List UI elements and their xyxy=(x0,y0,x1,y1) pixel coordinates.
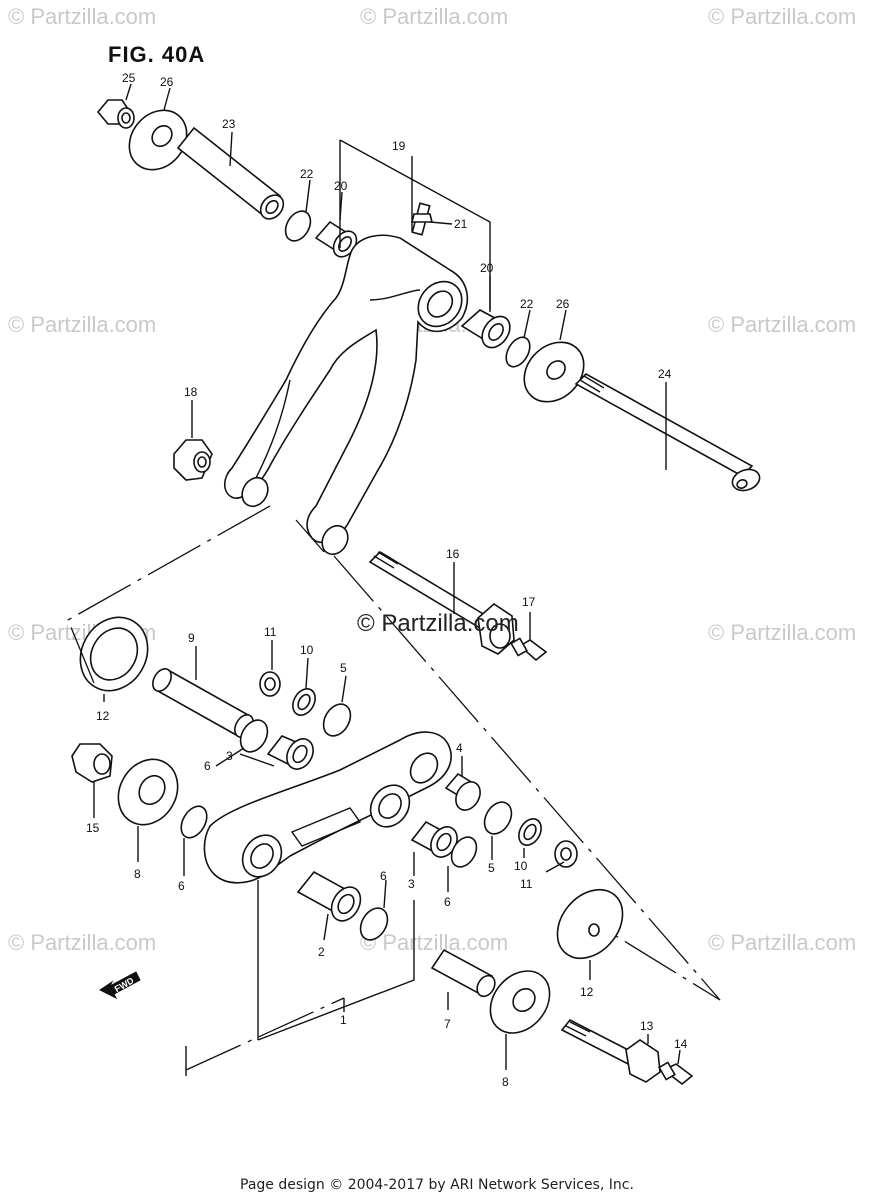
label-13: 13 xyxy=(640,1019,654,1033)
label-16: 16 xyxy=(446,547,460,561)
part-labels: 25 26 23 19 22 20 21 20 22 26 24 18 16 1… xyxy=(86,71,688,1089)
label-17: 17 xyxy=(522,595,536,609)
part-20-bearing-right[interactable] xyxy=(460,309,516,353)
label-18: 18 xyxy=(184,385,198,399)
part-11-collar-right[interactable] xyxy=(554,840,578,868)
watermark-bottom-left: © Partzilla.com xyxy=(8,930,157,955)
part-8-washer-left[interactable] xyxy=(107,749,189,836)
part-6-seal-a[interactable] xyxy=(235,715,273,756)
part-19-cushion-lever[interactable] xyxy=(223,234,471,559)
part-10-ring-upper[interactable] xyxy=(288,685,319,719)
page-footer: Page design © 2004-2017 by ARI Network S… xyxy=(240,1177,634,1193)
label-24: 24 xyxy=(658,367,672,381)
label-22-left: 22 xyxy=(300,167,314,181)
label-15: 15 xyxy=(86,821,100,835)
label-6-upper: 6 xyxy=(204,759,211,773)
part-2-bearing[interactable] xyxy=(296,870,366,926)
watermark-low-right: © Partzilla.com xyxy=(708,620,857,645)
label-10-right: 10 xyxy=(514,859,528,873)
part-22-seal-right[interactable] xyxy=(501,333,534,371)
label-5-upper: 5 xyxy=(340,661,347,675)
label-1: 1 xyxy=(340,1013,347,1027)
part-26-washer-left[interactable] xyxy=(118,99,199,181)
part-8-washer-lower[interactable] xyxy=(478,959,562,1045)
part-11-collar-upper[interactable] xyxy=(259,671,281,697)
center-watermark: © Partzilla.com xyxy=(357,610,519,637)
watermark-top-left: © Partzilla.com xyxy=(8,4,157,29)
label-12-right: 12 xyxy=(580,985,594,999)
fwd-arrow-icon: FWD xyxy=(99,971,141,1000)
part-6-seal-b[interactable] xyxy=(176,802,212,842)
label-26-left: 26 xyxy=(160,75,174,89)
label-8-lower: 8 xyxy=(502,1075,509,1089)
figure-title: FIG. 40A xyxy=(108,42,206,67)
label-20-left: 20 xyxy=(334,179,348,193)
part-20-bearing-left[interactable] xyxy=(314,220,361,261)
part-9-pin[interactable] xyxy=(149,666,257,741)
part-15-nut[interactable] xyxy=(71,743,113,783)
label-12-upper: 12 xyxy=(96,709,110,723)
part-7-pin[interactable] xyxy=(430,948,498,1000)
part-12-washer-upper[interactable] xyxy=(67,605,160,703)
label-6-left: 6 xyxy=(178,879,185,893)
part-17-grease-nipple[interactable] xyxy=(510,637,548,662)
label-11-upper: 11 xyxy=(264,625,277,639)
watermark-top-right: © Partzilla.com xyxy=(708,4,857,29)
label-23: 23 xyxy=(222,117,236,131)
part-14-grease-nipple[interactable] xyxy=(658,1061,694,1086)
label-2: 2 xyxy=(318,945,325,959)
label-3-upper: 3 xyxy=(226,749,233,763)
label-11-right: 11 xyxy=(520,877,533,891)
label-9: 9 xyxy=(188,631,195,645)
part-13-bolt[interactable] xyxy=(560,1018,661,1083)
part-21-grease-nipple[interactable] xyxy=(410,202,434,236)
label-21: 21 xyxy=(454,217,468,231)
watermark-mid-right: © Partzilla.com xyxy=(708,312,857,337)
label-26-right: 26 xyxy=(556,297,570,311)
part-16-bolt[interactable] xyxy=(368,550,515,655)
part-22-seal-left[interactable] xyxy=(280,207,315,246)
watermark-bottom-center: © Partzilla.com xyxy=(360,930,509,955)
label-10-upper: 10 xyxy=(300,643,314,657)
part-26-washer-right[interactable] xyxy=(512,330,595,413)
part-5-seal-right[interactable] xyxy=(479,797,517,838)
part-24-bolt[interactable] xyxy=(574,373,763,494)
part-10-ring-right[interactable] xyxy=(514,815,545,849)
part-18-nut[interactable] xyxy=(173,439,213,481)
watermark-mid-left: © Partzilla.com xyxy=(8,312,157,337)
label-6-lower: 6 xyxy=(380,869,387,883)
part-1-cushion-rod[interactable] xyxy=(203,731,452,884)
leader-lines xyxy=(67,83,721,1076)
part-5-seal-upper[interactable] xyxy=(318,699,356,740)
label-14: 14 xyxy=(674,1037,688,1051)
part-6-seal-d[interactable] xyxy=(355,903,393,944)
label-20-right: 20 xyxy=(480,261,494,275)
part-12-washer-right[interactable] xyxy=(544,877,636,971)
watermark-bottom-right: © Partzilla.com xyxy=(708,930,857,955)
label-3-right: 3 xyxy=(408,877,415,891)
label-22-right: 22 xyxy=(520,297,534,311)
watermark-top-center: © Partzilla.com xyxy=(360,4,509,29)
label-5-right: 5 xyxy=(488,861,495,875)
label-19: 19 xyxy=(392,139,406,153)
part-4-collar[interactable] xyxy=(444,772,485,814)
label-4: 4 xyxy=(456,741,463,755)
label-6-right: 6 xyxy=(444,895,451,909)
label-8-left: 8 xyxy=(134,867,141,881)
label-25: 25 xyxy=(122,71,136,85)
part-23-spacer-tube[interactable] xyxy=(176,126,288,223)
label-7: 7 xyxy=(444,1017,451,1031)
part-6-seal-c[interactable] xyxy=(446,833,481,872)
part-3-bearing-a[interactable] xyxy=(266,734,318,774)
part-25-nut[interactable] xyxy=(96,99,135,129)
